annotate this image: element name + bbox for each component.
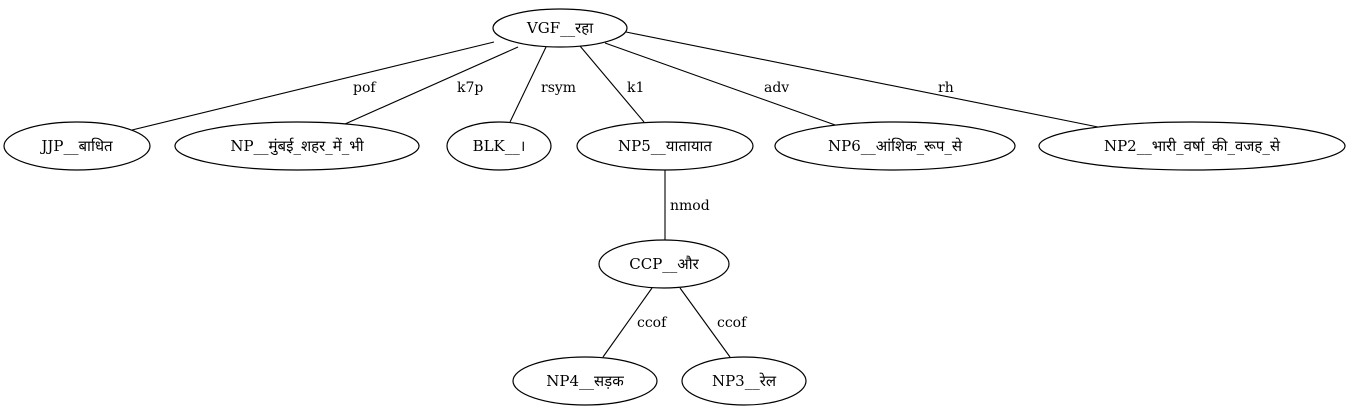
node-n4: NP5__यातायात [576,121,754,171]
node-label: NP__मुंबई_शहर_में_भी [230,137,364,156]
node-n8: NP4__सड़क [512,356,658,406]
edge-label: k7p [457,80,483,96]
edge-root-n5 [604,42,839,127]
edge-label: k1 [627,80,644,96]
node-label: NP3__रेल [712,372,777,390]
node-n2: NP__मुंबई_शहर_में_भी [174,121,420,171]
edge-label: ccof [717,315,748,331]
edge-root-n1 [131,41,495,131]
node-n3: BLK__। [446,121,552,171]
node-ellipse [576,121,754,171]
node-label: NP4__सड़क [546,372,624,390]
node-ellipse [174,121,420,171]
edge-label: ccof [637,315,668,331]
edge-label: adv [764,80,789,96]
node-n7: CCP__और [598,239,730,289]
node-ellipse [512,356,658,406]
edge-label: rh [938,80,954,96]
edge-n7-n8 [602,287,653,358]
node-ellipse [1038,121,1346,171]
node-label: CCP__और [629,255,699,273]
node-n5: NP6__आंशिक_रूप_से [774,121,1016,171]
edge-n7-n9 [679,287,731,358]
edges-layer: pof k7p rsym k1 adv rh nmod ccof ccof [131,31,1099,358]
node-ellipse [446,121,552,171]
edge-root-n3 [509,46,547,123]
edge-label: nmod [670,198,710,214]
node-n1: JJP__बाधित [3,121,151,171]
edge-root-n2 [344,46,519,125]
node-ellipse [3,121,151,171]
node-ellipse [492,8,628,48]
node-label: NP2__भारी_वर्षा_की_वजह_से [1104,137,1281,155]
edge-root-n4 [579,45,645,123]
node-n9: NP3__रेल [681,356,807,406]
nodes-layer: VGF__रहा JJP__बाधित NP__मुंबई_शहर_में_भी BL… [3,8,1346,406]
node-ellipse [681,356,807,406]
node-label: VGF__रहा [526,19,594,37]
node-root: VGF__रहा [492,8,628,48]
node-label: BLK__। [473,137,526,155]
node-ellipse [774,121,1016,171]
edge-label: pof [353,80,377,96]
node-label: JJP__बाधित [39,137,113,155]
node-ellipse [598,239,730,289]
node-n6: NP2__भारी_वर्षा_की_वजह_से [1038,121,1346,171]
edge-label: rsym [541,80,576,96]
node-label: NP6__आंशिक_रूप_से [828,137,963,155]
edge-root-n6 [625,31,1099,128]
node-label: NP5__यातायात [618,137,712,155]
